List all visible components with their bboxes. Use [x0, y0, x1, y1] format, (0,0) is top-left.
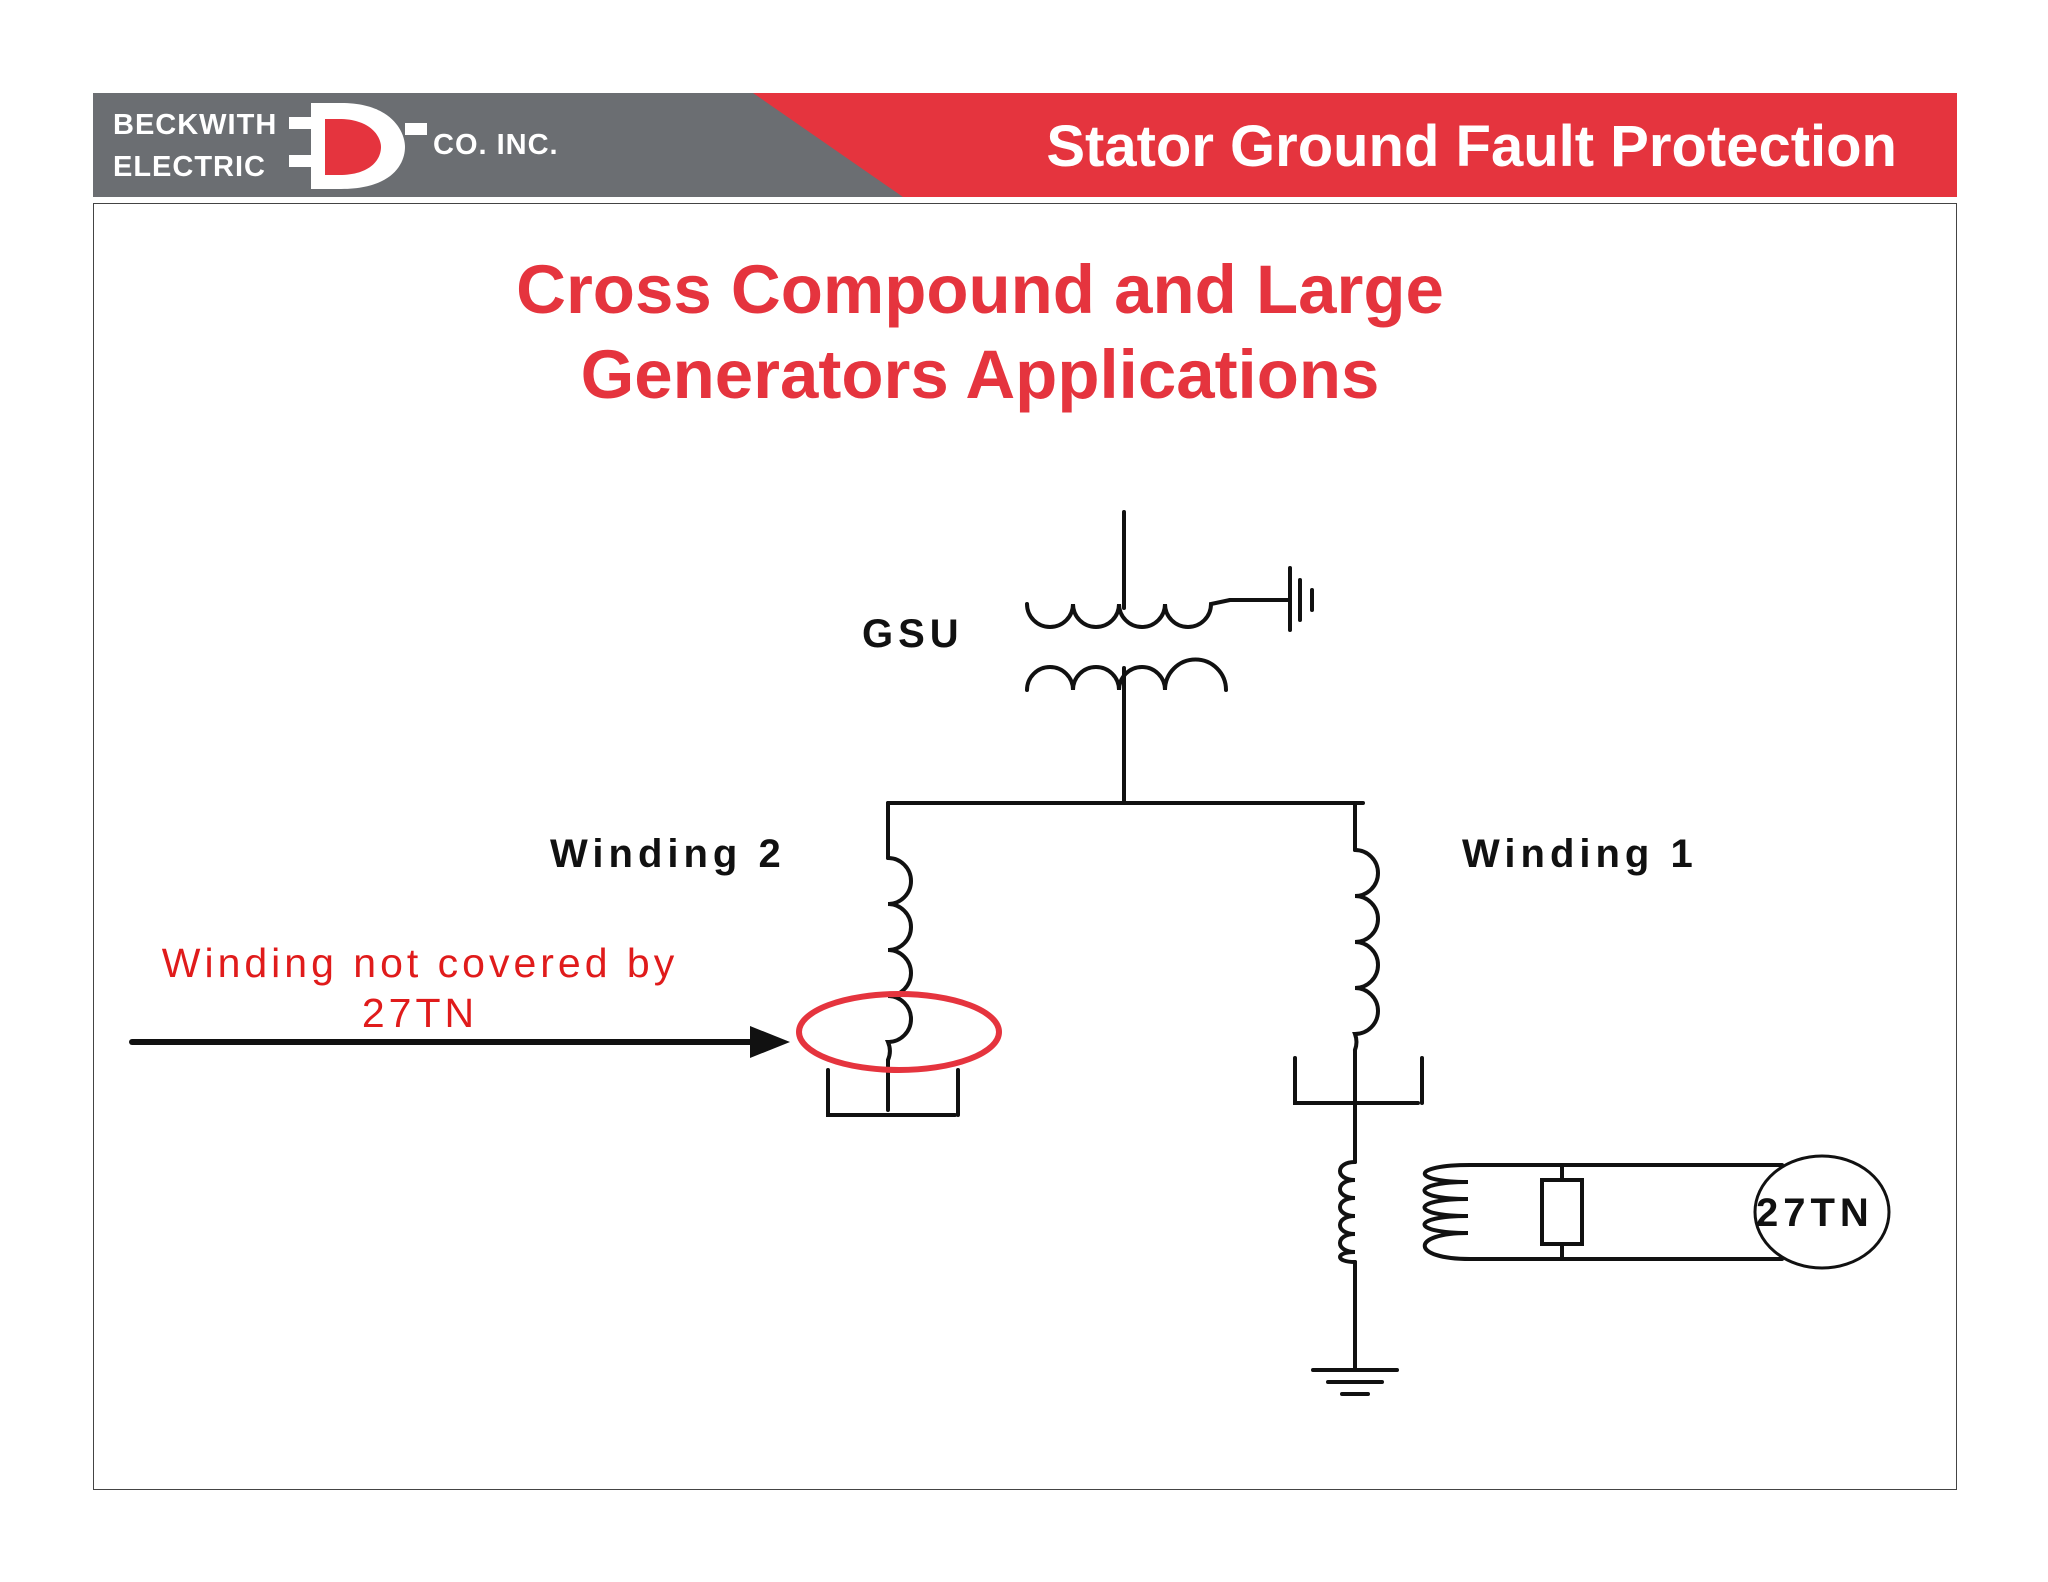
gsu-transformer [1025, 510, 1314, 805]
winding-1-coil [1293, 801, 1424, 1164]
slide-title-line1: Cross Compound and Large [516, 251, 1444, 328]
note-line2: 27TN [361, 990, 479, 1036]
winding-2-coil [826, 801, 960, 1117]
header-background [93, 93, 1957, 197]
note-line1: Winding not covered by [161, 940, 679, 986]
relay-27tn-circle [1753, 1154, 1891, 1270]
slide-title-line2: Generators Applications [580, 336, 1380, 413]
grounding-transformer [1311, 1160, 1784, 1396]
relay-27tn-label: 27TN [1756, 1191, 1874, 1235]
winding-1-label: Winding 1 [1462, 832, 1698, 876]
winding-2-label: Winding 2 [550, 832, 786, 876]
logo-text-co-inc: CO. INC. [433, 129, 559, 161]
gsu-label: GSU [862, 612, 964, 656]
header-banner: BECKWITH ELECTRIC CO. INC. Stator Ground… [93, 93, 1957, 197]
content-frame [93, 203, 1957, 1490]
logo-text-electric: ELECTRIC [113, 151, 266, 183]
header-title: Stator Ground Fault Protection [1046, 114, 1897, 179]
logo-text-beckwith: BECKWITH [113, 109, 278, 141]
beckwith-logo-icon [289, 103, 427, 189]
pointer-arrow-head [750, 1026, 790, 1058]
uncovered-region-highlight [796, 991, 1002, 1073]
